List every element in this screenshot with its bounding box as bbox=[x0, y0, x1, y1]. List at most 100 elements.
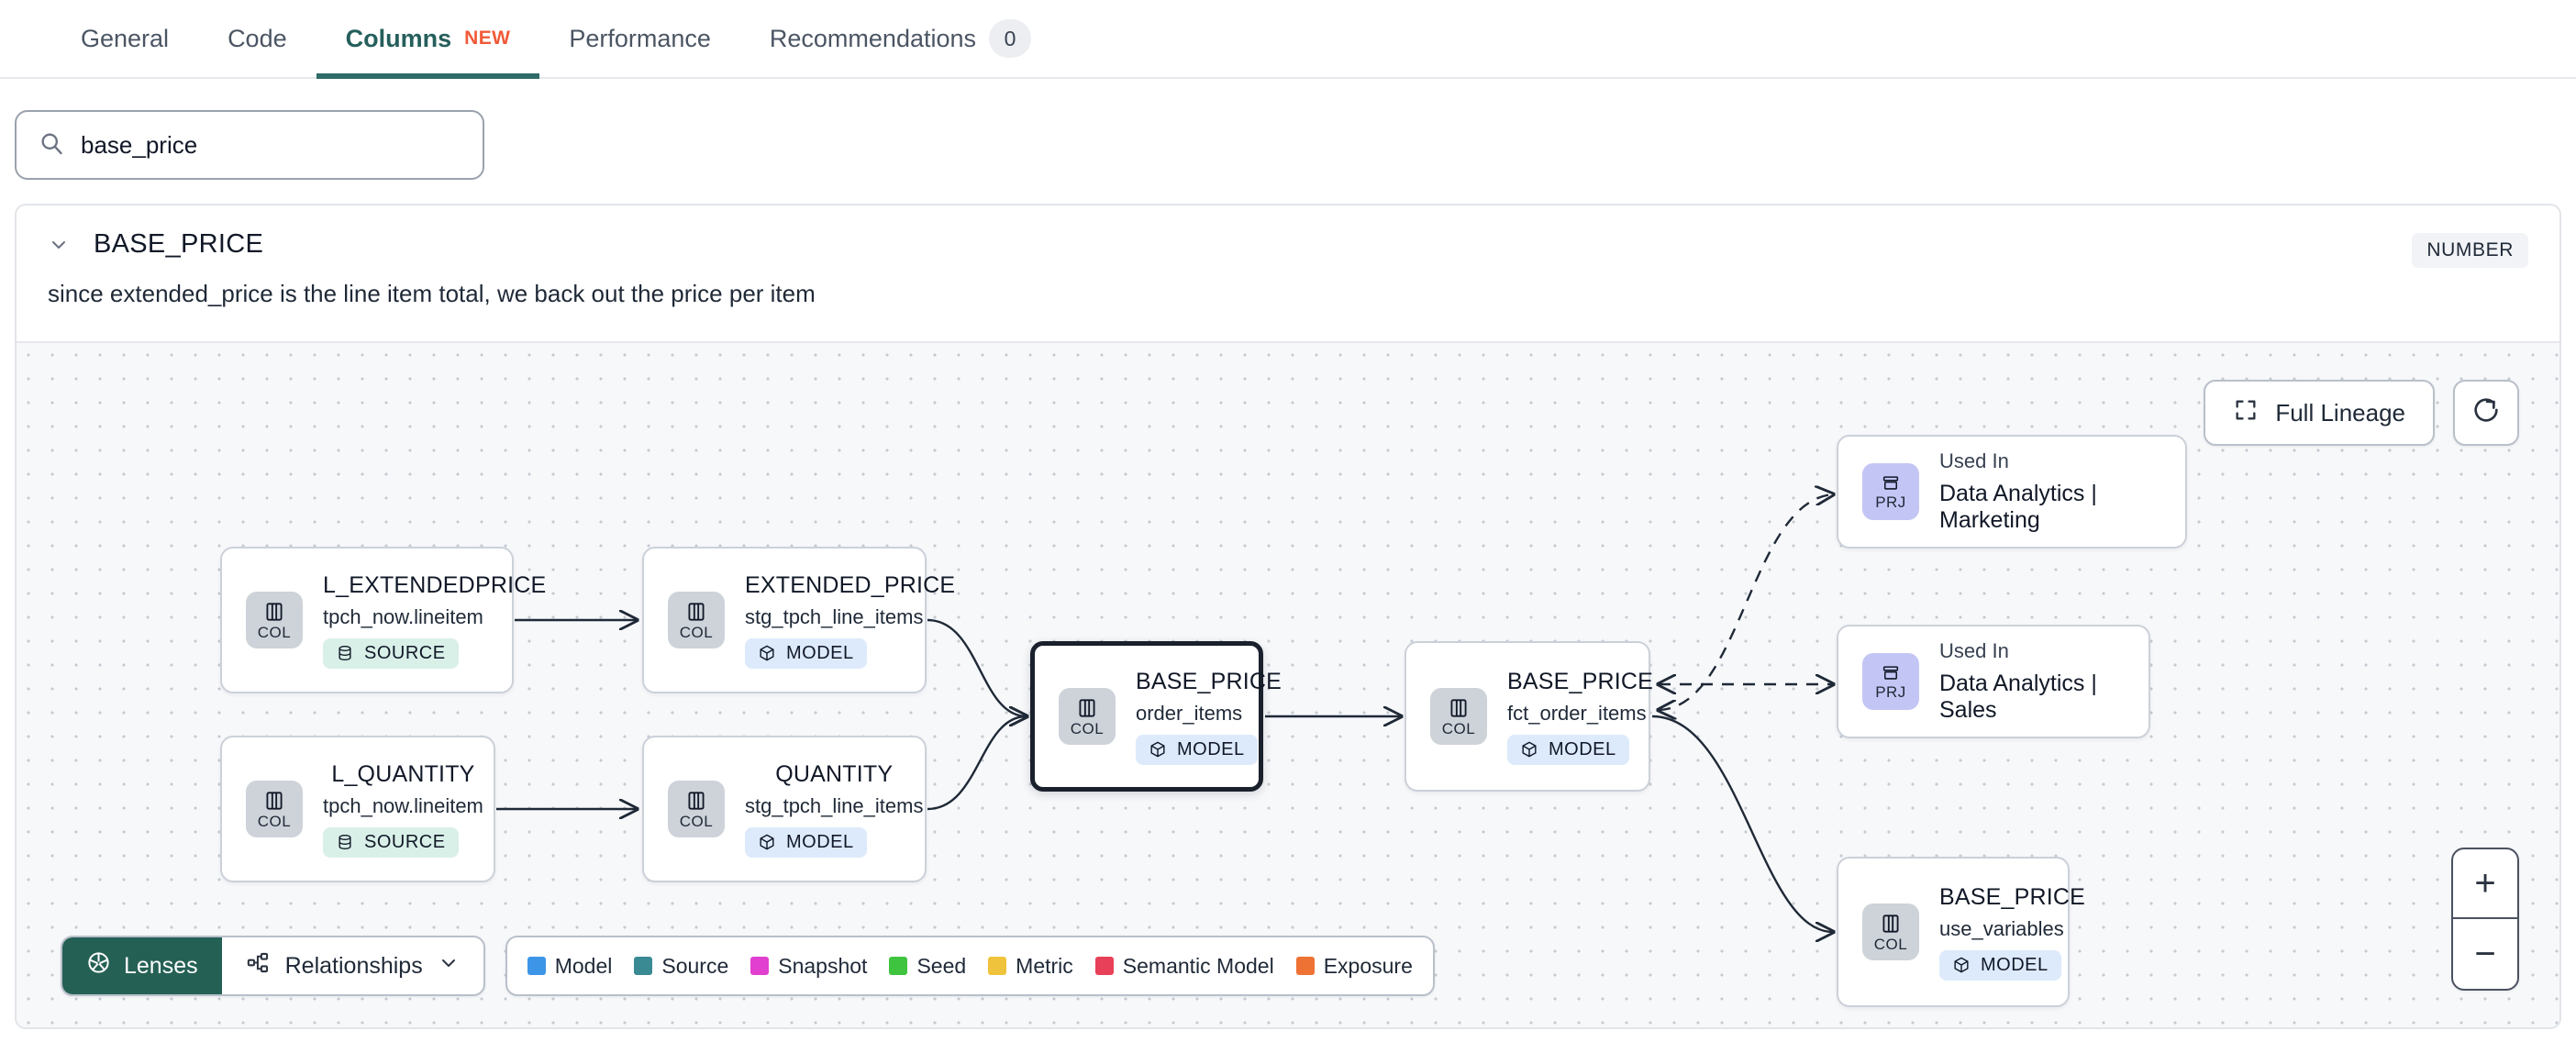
cube-icon bbox=[760, 834, 774, 850]
lenses-button[interactable]: Lenses bbox=[62, 937, 222, 994]
node-kind: COL bbox=[257, 624, 292, 641]
materialization-label: SOURCE bbox=[364, 642, 446, 663]
canvas-top-controls: Full Lineage bbox=[2204, 380, 2519, 446]
column-icon: COL bbox=[668, 781, 725, 837]
materialization-badge: SOURCE bbox=[323, 637, 459, 669]
column-icon: COL bbox=[668, 592, 725, 648]
column-icon: COL bbox=[1430, 688, 1487, 745]
node-kind: COL bbox=[1441, 720, 1476, 737]
project-name: Data Analytics | Sales bbox=[1939, 671, 2097, 723]
cube-icon bbox=[1150, 741, 1165, 758]
node-type-legend: Model Source Snapshot Seed Metric bbox=[505, 936, 1435, 996]
project-used-in-label: Used In bbox=[1939, 639, 2009, 662]
node-subtitle: tpch_now.lineitem bbox=[323, 604, 483, 628]
full-lineage-label: Full Lineage bbox=[2275, 398, 2405, 427]
tab-label: Performance bbox=[569, 24, 711, 52]
column-icon: COL bbox=[246, 592, 303, 648]
node-title: BASE_PRICE bbox=[1136, 668, 1282, 694]
node-subtitle: tpch_now.lineitem bbox=[323, 793, 483, 817]
lenses-label: Lenses bbox=[124, 952, 198, 979]
column-type-badge: NUMBER bbox=[2412, 233, 2528, 268]
legend-label: Snapshot bbox=[778, 953, 868, 978]
tab-label: Code bbox=[228, 24, 287, 52]
tab-code[interactable]: Code bbox=[198, 0, 316, 77]
legend-item-seed: Seed bbox=[889, 954, 966, 979]
database-icon bbox=[339, 834, 351, 850]
node-title: EXTENDED_PRICE bbox=[745, 571, 956, 598]
full-lineage-button[interactable]: Full Lineage bbox=[2204, 380, 2435, 446]
node-kind: PRJ bbox=[1875, 493, 1906, 511]
legend-swatch bbox=[1295, 957, 1315, 975]
legend-label: Model bbox=[554, 953, 613, 978]
zoom-in-button[interactable]: + bbox=[2453, 849, 2517, 919]
lineage-node[interactable]: COL L_EXTENDEDPRICE tpch_now.lineitem SO… bbox=[220, 547, 546, 693]
legend-item-model: Model bbox=[527, 953, 613, 979]
legend-item-metric: Metric bbox=[988, 954, 1073, 979]
legend-item-exposure: Exposure bbox=[1295, 953, 1413, 979]
materialization-label: MODEL bbox=[786, 642, 854, 663]
materialization-label: SOURCE bbox=[364, 831, 446, 852]
chevron-down-icon bbox=[438, 952, 460, 981]
lineage-node-selected[interactable]: COL BASE_PRICE order_items MODEL bbox=[1030, 641, 1282, 792]
expand-icon bbox=[2233, 397, 2259, 429]
lineage-node[interactable]: COL BASE_PRICE use_variables MODEL bbox=[1837, 857, 2085, 1007]
search-icon bbox=[39, 130, 64, 161]
recommendations-count-badge: 0 bbox=[989, 19, 1032, 58]
search-box[interactable] bbox=[15, 110, 484, 180]
project-node[interactable]: PRJ Used In Data Analytics | Sales bbox=[1837, 625, 2150, 738]
tab-columns[interactable]: Columns NEW bbox=[316, 0, 540, 79]
column-icon: COL bbox=[1059, 688, 1116, 745]
lineage-node[interactable]: COL EXTENDED_PRICE stg_tpch_line_items M… bbox=[642, 547, 955, 693]
cube-icon bbox=[760, 645, 774, 661]
legend-label: Semantic Model bbox=[1122, 953, 1274, 978]
lenses-relationships-group: Lenses Relationships bbox=[61, 936, 485, 996]
node-subtitle: fct_order_items bbox=[1507, 701, 1647, 725]
lineage-node[interactable]: COL BASE_PRICE fct_order_items MODEL bbox=[1405, 641, 1654, 792]
canvas-bottom-toolbar: Lenses Relationships bbox=[61, 936, 1435, 996]
node-title: BASE_PRICE bbox=[1939, 883, 2086, 910]
project-icon: PRJ bbox=[1862, 653, 1919, 710]
node-subtitle: order_items bbox=[1136, 701, 1243, 725]
tab-general[interactable]: General bbox=[51, 0, 198, 77]
tab-recommendations[interactable]: Recommendations 0 bbox=[740, 0, 1060, 77]
legend-label: Seed bbox=[916, 953, 967, 978]
hierarchy-icon bbox=[246, 950, 271, 981]
column-header: BASE_PRICE NUMBER bbox=[17, 205, 2559, 268]
column-description: since extended_price is the line item to… bbox=[48, 280, 816, 307]
node-kind: COL bbox=[1070, 720, 1105, 737]
tab-label: Columns bbox=[345, 24, 452, 52]
project-node[interactable]: PRJ Used In Data Analytics | Marketing bbox=[1837, 435, 2187, 549]
lineage-node[interactable]: COL QUANTITY stg_tpch_line_items MODEL bbox=[642, 736, 927, 882]
column-icon: COL bbox=[1862, 903, 1919, 960]
node-title: QUANTITY bbox=[775, 760, 894, 787]
zoom-out-button[interactable]: − bbox=[2474, 933, 2496, 974]
node-kind: COL bbox=[1873, 936, 1908, 953]
node-kind: PRJ bbox=[1875, 683, 1906, 701]
materialization-label: MODEL bbox=[1549, 738, 1616, 759]
materialization-label: MODEL bbox=[786, 831, 854, 852]
legend-swatch bbox=[988, 957, 1007, 975]
cube-icon bbox=[1522, 741, 1537, 758]
legend-swatch bbox=[527, 957, 546, 975]
node-subtitle: use_variables bbox=[1939, 916, 2064, 940]
chevron-down-icon[interactable] bbox=[48, 234, 70, 256]
materialization-badge: MODEL bbox=[1136, 734, 1258, 765]
legend-label: Exposure bbox=[1323, 953, 1413, 978]
aperture-icon bbox=[86, 950, 111, 981]
search-input[interactable] bbox=[81, 130, 461, 160]
database-icon bbox=[339, 645, 351, 661]
relationships-label: Relationships bbox=[284, 952, 423, 979]
column-detail-panel: BASE_PRICE NUMBER since extended_price i… bbox=[15, 204, 2561, 1029]
materialization-badge: MODEL bbox=[1507, 734, 1629, 765]
materialization-badge: SOURCE bbox=[323, 826, 459, 858]
tab-label: General bbox=[81, 24, 170, 52]
lineage-edges bbox=[496, 343, 2559, 1027]
lineage-canvas[interactable]: COL L_EXTENDEDPRICE tpch_now.lineitem SO… bbox=[17, 341, 2559, 1027]
refresh-button[interactable] bbox=[2453, 380, 2519, 446]
tab-performance[interactable]: Performance bbox=[539, 0, 740, 77]
legend-label: Metric bbox=[1016, 953, 1073, 978]
node-title: BASE_PRICE bbox=[1507, 668, 1654, 694]
relationships-dropdown[interactable]: Relationships bbox=[222, 937, 483, 994]
legend-swatch bbox=[889, 957, 908, 975]
lineage-node[interactable]: COL L_QUANTITY tpch_now.lineitem SOURCE bbox=[220, 736, 495, 882]
